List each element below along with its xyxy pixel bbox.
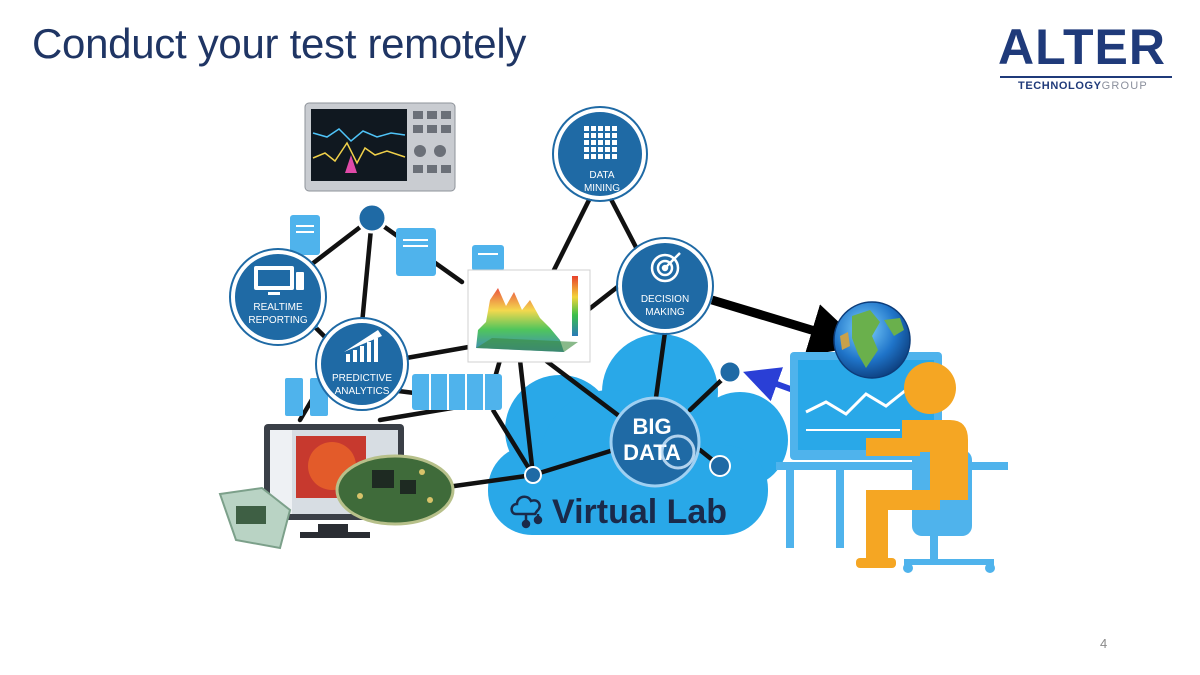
grid-icon-cell <box>605 154 610 159</box>
grid-icon-cell <box>598 133 603 138</box>
cloud-network-icon <box>510 495 543 529</box>
logo-wordmark: ALTER <box>998 19 1166 75</box>
grid-icon-cell <box>598 140 603 145</box>
grid-icon-cell <box>605 126 610 131</box>
logo-subtitle: TECHNOLOGYGROUP <box>1018 80 1148 92</box>
data-mining-node: DATA MINING <box>552 106 648 202</box>
person-at-desk-icon <box>776 352 1008 573</box>
grid-icon-cell <box>584 140 589 145</box>
predictive-analytics-node: PREDICTIVE ANALYTICS <box>315 317 409 411</box>
grid-icon-cell <box>591 133 596 138</box>
bar-chart-icon <box>344 330 382 362</box>
monitor-icon <box>254 266 304 295</box>
grid-icon-cell <box>591 140 596 145</box>
network-dot-right <box>717 359 743 385</box>
oscilloscope-icon <box>304 102 456 192</box>
grid-icon-cell <box>584 147 589 152</box>
decision-making-line1: DECISION <box>641 294 689 305</box>
grid-icon-cell <box>605 140 610 145</box>
logo-subtitle-light: GROUP <box>1101 80 1148 92</box>
network-dot-cloud <box>524 466 542 484</box>
logo-divider <box>1000 76 1172 78</box>
globe-icon <box>833 301 911 379</box>
big-data-node: BIG DATA <box>609 396 701 488</box>
big-data-line1: BIG <box>632 414 671 439</box>
grid-icon-cell <box>591 147 596 152</box>
grid-icon-cell <box>605 147 610 152</box>
grid-icon-cell <box>612 126 617 131</box>
grid-icon-cell <box>612 140 617 145</box>
data-mining-line2: MINING <box>584 183 620 194</box>
realtime-reporting-node: REALTIME REPORTING <box>229 248 327 346</box>
grid-icon-cell <box>605 133 610 138</box>
document-panel-lines <box>296 225 498 410</box>
slide-title: Conduct your test remotely <box>32 20 527 67</box>
grid-icon-cell <box>598 154 603 159</box>
target-icon <box>650 252 681 283</box>
grid-icon-cell <box>612 154 617 159</box>
grid-icon-cell <box>612 133 617 138</box>
magnifier-icon <box>660 434 696 470</box>
decision-making-line2: MAKING <box>645 307 685 318</box>
big-data-line2: DATA <box>623 440 681 465</box>
predictive-analytics-line2: ANALYTICS <box>335 386 390 397</box>
network-dot-bigdata <box>709 455 731 477</box>
grid-icon-cell <box>598 147 603 152</box>
decision-to-globe-arrow <box>710 295 864 357</box>
grid-icon <box>584 126 617 159</box>
logo-subtitle-bold: TECHNOLOGY <box>1018 80 1102 92</box>
predictive-analytics-line1: PREDICTIVE <box>332 373 392 384</box>
realtime-reporting-line1: REALTIME <box>253 302 303 313</box>
data-mining-line1: DATA <box>589 170 615 181</box>
realtime-reporting-line2: REPORTING <box>248 315 307 326</box>
virtual-lab-label: Virtual Lab <box>552 493 727 531</box>
grid-icon-cell <box>612 147 617 152</box>
decision-making-node: DECISION MAKING <box>616 237 714 335</box>
grid-icon-cell <box>598 126 603 131</box>
grid-icon-cell <box>591 126 596 131</box>
alter-technology-logo: ALTER TECHNOLOGYGROUP <box>996 22 1176 92</box>
grid-icon-cell <box>584 154 589 159</box>
network-dot-top <box>356 202 388 234</box>
grid-icon-cell <box>584 126 589 131</box>
computer-board-icon <box>218 424 455 550</box>
grid-icon-cell <box>584 133 589 138</box>
page-number: 4 <box>1100 636 1108 651</box>
chart-3d-icon <box>467 269 591 363</box>
grid-icon-cell <box>591 154 596 159</box>
